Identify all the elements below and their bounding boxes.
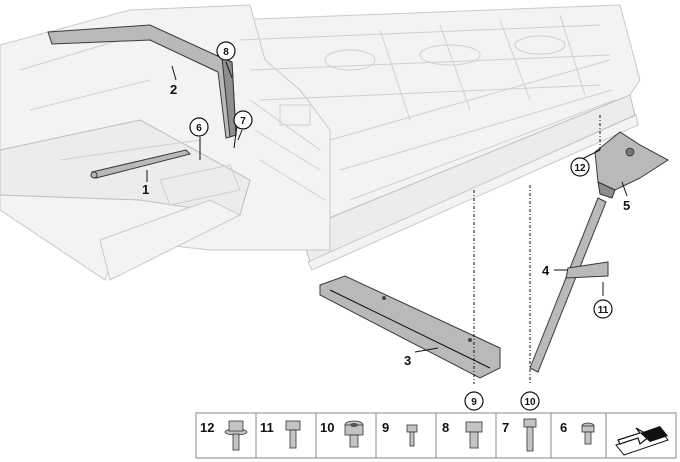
small-bolt-icon [581, 422, 595, 445]
callout-5: 5 [623, 198, 630, 213]
part-4-diagonal-strut[interactable] [529, 197, 609, 373]
legend-num-12: 12 [200, 420, 214, 435]
legend-cell-8 [435, 412, 497, 459]
legend-num-11: 11 [260, 420, 274, 435]
legend-num-7: 7 [502, 420, 509, 435]
part-3-underbody-panel[interactable] [319, 275, 501, 379]
legend-num-9: 9 [382, 420, 389, 435]
callout-8-circle [216, 41, 236, 61]
part-5-bracket[interactable] [594, 131, 669, 199]
callout-10: 10 [524, 397, 536, 408]
legend-cell-12 [195, 412, 257, 459]
part-1-tension-rod[interactable] [90, 149, 191, 179]
legend-cell-9 [375, 412, 437, 459]
callout-2: 2 [170, 82, 177, 97]
callout-12-circle [570, 157, 590, 177]
long-bolt-icon [523, 418, 537, 452]
hex-bolt-icon [285, 420, 301, 449]
callout-9: 9 [471, 397, 477, 408]
small-bolt-icon [406, 424, 418, 447]
legend-cell-11 [255, 412, 317, 459]
vehicle-body-structure [0, 4, 641, 281]
legend-num-8: 8 [442, 420, 449, 435]
callout-9-circle [464, 391, 484, 411]
hex-bolt-icon [465, 421, 483, 449]
legend-num-6: 6 [560, 420, 567, 435]
callout-7: 7 [240, 116, 246, 127]
callout-12: 12 [574, 163, 586, 174]
callout-6-circle [189, 117, 209, 137]
torx-bolt-icon [344, 420, 364, 448]
orientation-arrow-icon [615, 426, 669, 456]
callout-4: 4 [542, 263, 550, 278]
callout-10-circle [520, 391, 540, 411]
leader-lines [146, 61, 628, 384]
callout-8: 8 [223, 47, 229, 58]
flange-bolt-icon [224, 420, 248, 451]
callout-3: 3 [404, 353, 411, 368]
callout-11: 11 [598, 305, 609, 316]
callout-6: 6 [196, 123, 202, 134]
callout-labels: 1 2 3 4 5 6 7 8 9 10 11 12 [142, 41, 630, 411]
fastener-legend: 12 11 10 9 8 7 6 [195, 412, 677, 459]
legend-num-10: 10 [320, 420, 334, 435]
callout-1: 1 [142, 182, 149, 197]
legend-cell-6 [550, 412, 607, 459]
callout-7-circle [233, 110, 253, 130]
callout-11-circle [593, 299, 613, 319]
legend-cell-7 [495, 412, 552, 459]
